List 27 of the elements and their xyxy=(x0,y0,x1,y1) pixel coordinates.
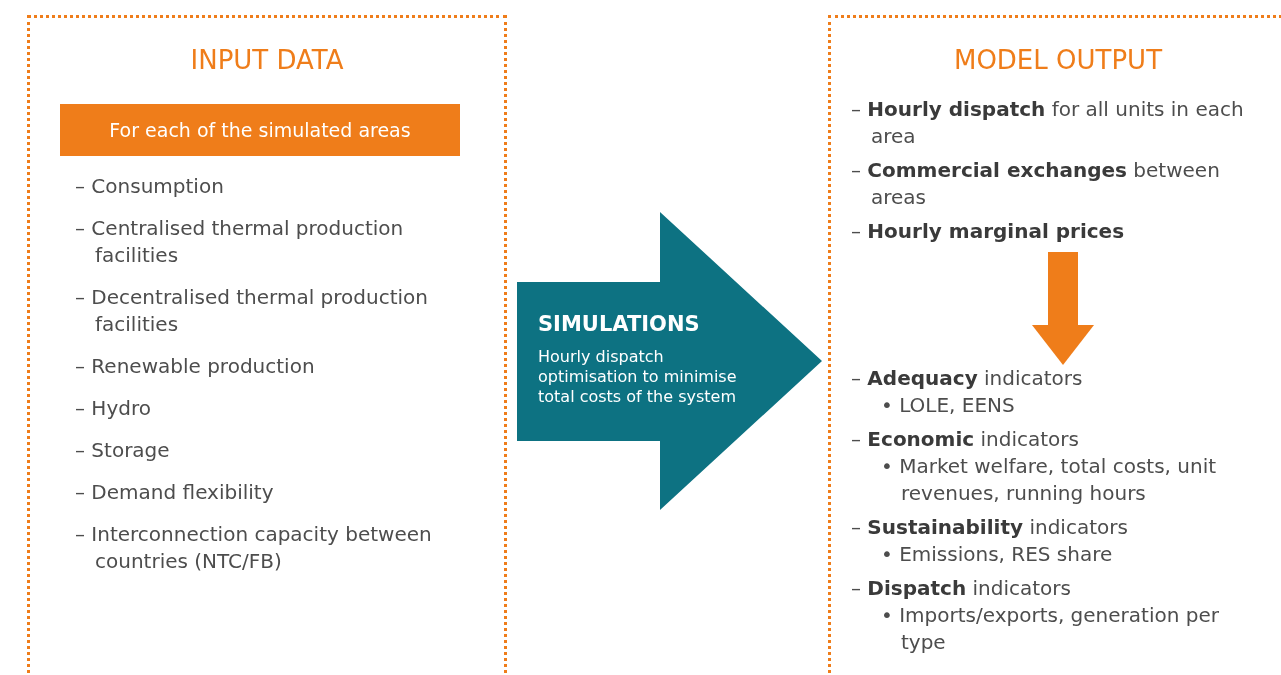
list-item: – Economic indicators xyxy=(851,426,1080,453)
list-item: – Adequacy indicators xyxy=(851,365,1084,392)
list-item: – Hydro xyxy=(75,395,152,422)
arrow-text: Hourly dispatch optimisation to minimise total costs of the system xyxy=(538,347,738,407)
list-item: – Consumption xyxy=(75,173,225,200)
sub-item: • Market welfare, total costs, unit revenues, running hours xyxy=(881,453,1218,507)
panel-heading: MODEL OUTPUT xyxy=(952,45,1164,75)
sub-item: • Imports/exports, generation per type xyxy=(881,602,1220,656)
panel-heading: INPUT DATA xyxy=(189,45,345,75)
list-item: – Renewable production xyxy=(75,353,316,380)
list-item: – Interconnection capacity between countries (NTC/FB) xyxy=(75,521,433,575)
list-item: – Decentralised thermal production facilities xyxy=(75,284,429,338)
list-item: – Commercial exchanges between areas xyxy=(851,157,1221,211)
list-item: – Hourly marginal prices xyxy=(851,218,1126,245)
sub-item: • Emissions, RES share xyxy=(881,541,1114,568)
list-item: – Sustainability indicators xyxy=(851,514,1129,541)
arrow-heading: SIMULATIONS xyxy=(538,312,700,336)
list-item: – Storage xyxy=(75,437,171,464)
list-item: – Demand flexibility xyxy=(75,479,275,506)
list-item: – Dispatch indicators xyxy=(851,575,1072,602)
arrow xyxy=(1032,252,1094,365)
output-panel xyxy=(828,15,1281,675)
list-item: – Hourly dispatch for all units in each area xyxy=(851,96,1245,150)
highlight-band: For each of the simulated areas xyxy=(60,104,460,156)
sub-item: • LOLE, EENS xyxy=(881,392,1016,419)
input-panel xyxy=(27,15,507,675)
list-item: – Centralised thermal production facilities xyxy=(75,215,405,269)
